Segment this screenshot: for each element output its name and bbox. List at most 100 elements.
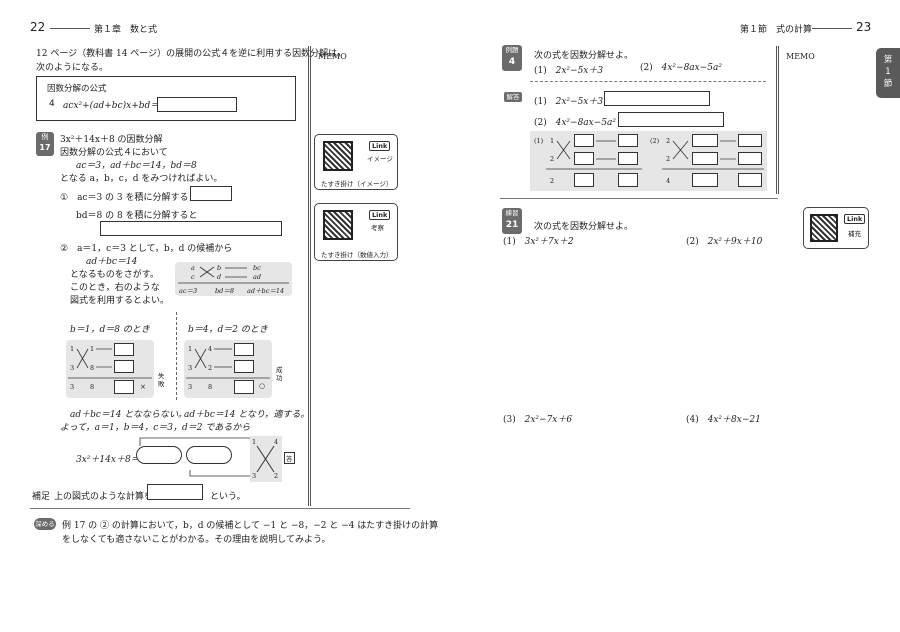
header-rule (50, 28, 90, 29)
deepen-badge: 深める (34, 518, 56, 530)
step1-a-blank[interactable] (190, 186, 232, 201)
general-cross-diagram: a c b d bc ad ac＝3 bd＝8 ad＋bc＝14 (175, 262, 292, 296)
cross2-blank-6[interactable] (738, 173, 762, 187)
case2-title: b＝4，d＝2 のとき (188, 325, 268, 335)
practice-problem-4: (4) 4x²＋8x−21 (686, 415, 761, 425)
case2-cross-lines (186, 348, 270, 379)
left-page-header: 22 第１章 数と式 (30, 20, 440, 36)
link-caption: たすき掛け（イメージ） (321, 180, 393, 188)
link-tag: Link (844, 214, 866, 224)
intro-line-2: 次のようになる。 (36, 63, 109, 73)
case2-blank-2[interactable] (234, 360, 254, 373)
step1-b-blank[interactable] (100, 221, 282, 236)
final-cross: 1 4 3 2 (250, 436, 282, 482)
case1-blank-1[interactable] (114, 343, 134, 356)
link-tag: Link (369, 210, 391, 220)
cross1-blank-5[interactable] (574, 173, 594, 187)
right-page-divider (500, 198, 778, 199)
cross2-blank-5[interactable] (692, 173, 718, 187)
right-page-header: 第１節 式の計算 23 (740, 20, 880, 36)
solution-1: (1) 2x²−5x＋3＝ (534, 97, 613, 107)
case1-blank-3[interactable] (114, 380, 134, 394)
solution-1-blank[interactable] (604, 91, 710, 106)
formula-box: 因数分解の公式 4 acx²+(ad+bc)x+bd＝ (36, 76, 296, 121)
cross1-blank-1[interactable] (574, 134, 594, 147)
example-17-line-1: 因数分解の公式４において (60, 148, 168, 158)
qr-code-icon (323, 141, 353, 171)
therefore-line: よって，a＝1，b＝4，c＝3，d＝2 であるから (60, 423, 251, 433)
supplement-text-after: という。 (210, 492, 246, 502)
example-17-line-2: ac＝3，ad＋bc＝14，bd＝8 (76, 161, 197, 171)
supplement-text-before: 上の図式のような計算を (54, 492, 154, 502)
step1-b: bd＝8 の 8 を積に分解すると (76, 211, 198, 221)
cross1-blank-6[interactable] (618, 173, 638, 187)
example-17-title: 3x²＋14x＋8 の因数分解 (60, 135, 163, 145)
supplement-label: 補足 (32, 492, 51, 502)
example-17-badge: 例 17 (36, 132, 54, 156)
solution-badge: 解答 (504, 92, 522, 102)
final-factor-1[interactable] (136, 446, 182, 464)
cross1-blank-3[interactable] (618, 134, 638, 147)
deepen-line-2: をしなくても適さないことがわかる。その理由を説明してみよう。 (62, 535, 331, 545)
step2-line-3: となるものをさがす。 (70, 270, 159, 280)
cross2-blank-2[interactable] (692, 152, 718, 165)
practice-problem-2: (2) 2x²＋9x＋10 (686, 237, 763, 247)
step2-line-5: 図式を利用するとよい。 (70, 296, 170, 306)
supplement-blank[interactable] (147, 484, 203, 500)
formula-answer-blank[interactable] (157, 97, 237, 112)
step1-a: ① ac＝3 の 3 を積に分解すると (60, 193, 198, 203)
formula-number: 4 (49, 99, 55, 109)
cross-lines (546, 140, 764, 170)
cross2-blank-4[interactable] (738, 152, 762, 165)
example-17-line-3: となる a，b，c，d をみつければよい。 (60, 174, 223, 184)
answer-mark: 答 (284, 452, 295, 464)
link-tag: Link (369, 141, 391, 151)
example-4-divider (530, 81, 766, 82)
memo-title-left: MEMO (318, 52, 347, 61)
page-number-left: 22 (30, 20, 46, 34)
case1-blank-2[interactable] (114, 360, 134, 373)
general-cross-lines (178, 266, 289, 284)
link-card-input[interactable]: Link 考察 たすき掛け（数値入力） (314, 203, 398, 261)
solution-2: (2) 4x²−8ax−5a²＝ (534, 118, 625, 128)
case2-blank-3[interactable] (234, 380, 254, 394)
case2-label: 成功 (276, 366, 283, 382)
link-card-supplement[interactable]: Link 補充 (803, 207, 869, 249)
case1-cross-lines (68, 348, 152, 379)
chapter-title: 第１章 数と式 (94, 25, 158, 35)
practice-problem-1: (1) 3x²＋7x＋2 (503, 237, 574, 247)
cross1-blank-2[interactable] (574, 152, 594, 165)
qr-code-icon (323, 210, 353, 240)
deepen-rule (30, 508, 410, 509)
cross1-blank-4[interactable] (618, 152, 638, 165)
practice-21-badge: 練習 21 (502, 208, 522, 234)
link-caption: たすき掛け（数値入力） (321, 251, 393, 259)
case2-diagram: 1 4 3 2 3 8 ○ (184, 340, 272, 398)
formula-expression: acx²+(ad+bc)x+bd＝ (63, 101, 160, 111)
final-factor-2[interactable] (186, 446, 232, 464)
example-4-badge: 例題 4 (502, 45, 522, 71)
memo-divider (308, 46, 311, 506)
section-title: 第１節 式の計算 (740, 25, 813, 35)
practice-21-instruction: 次の式を因数分解せよ。 (534, 222, 634, 232)
solution-2-blank[interactable] (618, 112, 724, 127)
conclusion-1: ad＋bc＝14 となならない。 (70, 410, 187, 420)
link-card-image[interactable]: Link イメージ たすき掛け（イメージ） (314, 134, 398, 190)
memo-divider-right (776, 46, 779, 194)
cross2-blank-3[interactable] (738, 134, 762, 147)
conclusion-2: ad＋bc＝14 となり，適する。 (184, 410, 310, 420)
example-4-problem-2: (2) 4x²−8ax−5a² (640, 63, 722, 73)
final-arrows (139, 437, 256, 477)
cross2-blank-1[interactable] (692, 134, 718, 147)
link-sub: イメージ (367, 155, 393, 163)
deepen-line-1: 例 17 の ② の計算において，b，d の候補として −1 と −8，−2 と… (62, 521, 439, 531)
section-side-tab: 第 1 節 (876, 48, 900, 98)
case2-blank-1[interactable] (234, 343, 254, 356)
step2-line-2: ad＋bc＝14 (86, 257, 138, 267)
page-number-right: 23 (856, 20, 872, 34)
intro-line-1: 12 ページ（教科書 14 ページ）の展開の公式４を逆に利用する因数分解は， (36, 49, 347, 59)
final-expression: 3x²＋14x＋8＝ (76, 455, 140, 465)
cross-diagrams: (1) 1 2 2 (2) 2 2 4 (530, 131, 767, 191)
header-rule (812, 28, 852, 29)
step2-line-1: ② a＝1，c＝3 として，b，d の候補から (60, 244, 233, 254)
